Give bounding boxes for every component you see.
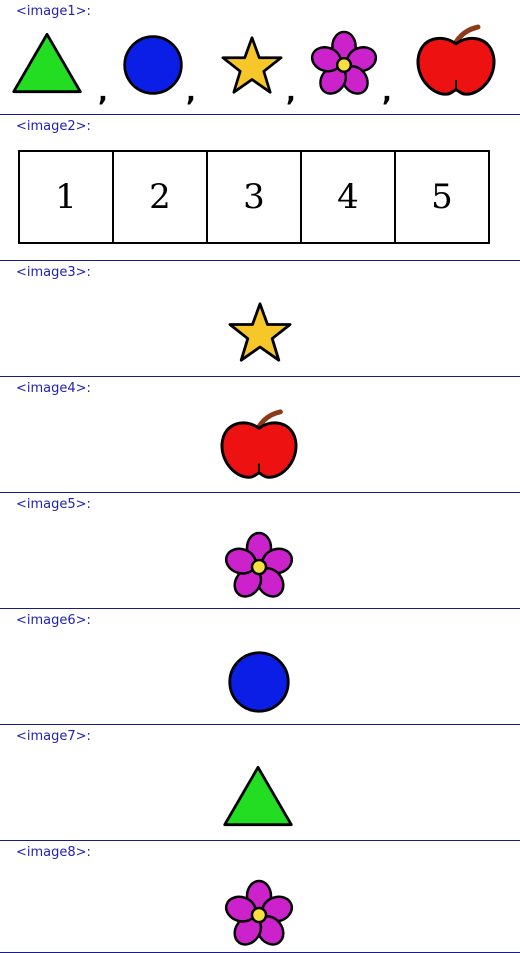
image8-label: <image8>: (16, 845, 91, 860)
image5-label: <image5>: (16, 497, 91, 512)
separator-comma: , (286, 78, 296, 108)
circle-icon (121, 33, 185, 97)
separator-comma: , (98, 78, 108, 108)
apple-icon (218, 407, 300, 481)
flower-icon (224, 531, 294, 601)
number-cell-2: 2 (114, 152, 208, 242)
number-cell-3: 3 (208, 152, 302, 242)
circle-icon (226, 649, 292, 715)
image6-panel: <image6>: (0, 609, 520, 725)
image4-panel: <image4>: (0, 377, 520, 493)
image2-label: <image2>: (16, 119, 91, 134)
image2-panel: <image2>: 1 2 3 4 5 (0, 115, 520, 261)
image3-label: <image3>: (16, 265, 91, 280)
image3-panel: <image3>: (0, 261, 520, 377)
image4-label: <image4>: (16, 381, 91, 396)
star-icon (220, 35, 284, 95)
image7-label: <image7>: (16, 729, 91, 744)
number-cell-1: 1 (20, 152, 114, 242)
separator-comma: , (382, 78, 392, 108)
triangle-icon (10, 30, 84, 96)
star-icon (227, 301, 293, 363)
image1-label: <image1>: (16, 4, 91, 19)
number-strip: 1 2 3 4 5 (18, 150, 490, 244)
flower-icon (310, 30, 378, 98)
separator-comma: , (186, 78, 196, 108)
image7-panel: <image7>: (0, 725, 520, 841)
flower-icon (224, 879, 294, 949)
image8-panel: <image8>: (0, 841, 520, 953)
image6-label: <image6>: (16, 613, 91, 628)
triangle-icon (221, 763, 295, 829)
image5-panel: <image5>: (0, 493, 520, 609)
number-cell-5: 5 (431, 177, 453, 217)
apple-icon (414, 22, 498, 98)
number-cell-4: 4 (302, 152, 396, 242)
image1-panel: <image1>: , , , , (0, 0, 520, 115)
